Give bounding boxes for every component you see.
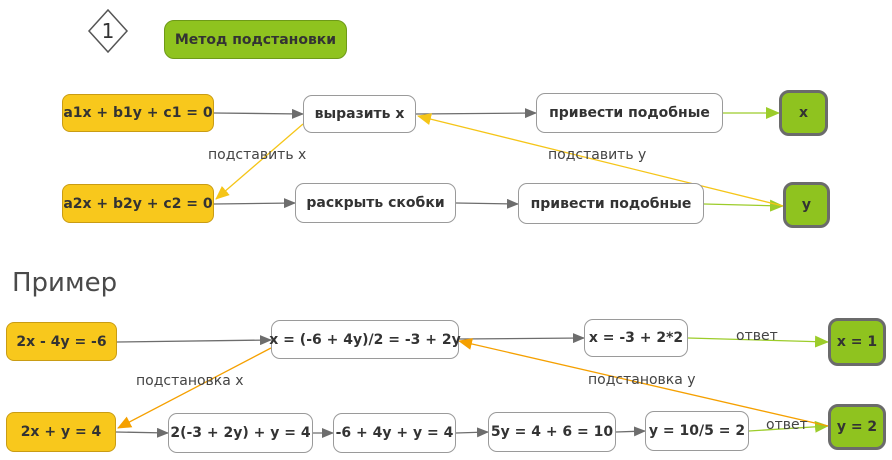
edge-ex-s2-to-s3 [455,427,489,438]
edge-eq2-to-open-brackets [213,198,296,209]
example-heading: Пример [12,268,118,298]
example-result-y: y = 2 [828,404,886,450]
example-result-x: x = 1 [828,318,886,366]
express-x-box: выразить x [303,95,416,133]
edge-ex-s3-to-s4 [615,426,646,437]
edge-open-brackets-to-reduce [455,198,519,209]
step-number: 1 [101,19,115,43]
label-substitution-x: подстановка x [136,373,244,389]
step-number-diamond [87,8,129,54]
edge-reduce-to-result-y [703,199,784,212]
edge-eq1-to-express-x [213,108,304,119]
edge-ex-x-expr-to-x-calc [458,333,585,344]
example-step-4: y = 10/5 = 2 [645,411,749,451]
example-x-calculation: x = -3 + 2*2 [584,319,688,357]
example-step-2: -6 + 4y + y = 4 [333,413,456,453]
example-step-3: 5y = 4 + 6 = 10 [488,412,616,452]
edge-ex-eq1-to-x-expr [116,335,272,346]
edge-ex-x-calc-to-result-x [687,335,829,348]
example-x-expression: x = (-6 + 4y)/2 = -3 + 2y [269,320,461,359]
label-substitute-x: подставить x [208,147,307,163]
edge-express-x-to-reduce [415,108,537,119]
label-substitution-y: подстановка y [588,372,696,388]
label-answer-y: ответ [766,417,808,433]
example-step-1: 2(-3 + 2y) + y = 4 [168,413,313,453]
edge-ex-substitute-x [117,347,272,429]
edge-ex-substitute-y [458,338,829,427]
result-y-general: y [783,182,830,228]
method-title: Метод подстановки [164,20,347,59]
edge-ex-eq2-to-s1 [115,427,169,438]
equation-2-general: a2x + b2y + c2 = 0 [62,184,214,223]
edge-ex-s4-to-result-y [748,420,829,433]
reduce-like-terms-bottom: привести подобные [518,183,704,224]
example-equation-1: 2x - 4y = -6 [6,322,117,361]
edge-substitute-x [215,123,304,200]
open-brackets-box: раскрыть скобки [295,183,456,223]
reduce-like-terms-top: привести подобные [536,93,723,133]
label-answer-x: ответ [736,328,778,344]
result-x-general: x [779,90,828,136]
label-substitute-y: подставить y [548,147,647,163]
example-equation-2: 2x + y = 4 [6,412,116,452]
equation-1-general: a1x + b1y + c1 = 0 [62,94,214,132]
edge-substitute-y [417,113,784,207]
